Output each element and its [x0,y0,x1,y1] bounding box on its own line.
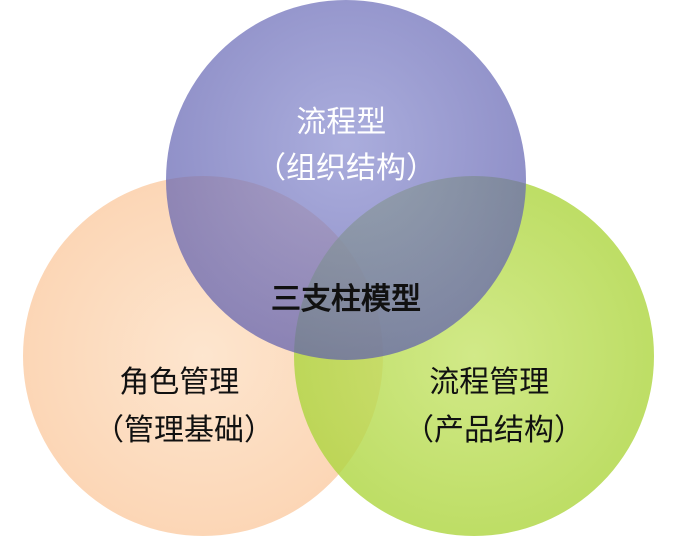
circle-top [166,0,526,360]
circle-left-subtitle: （管理基础） [94,413,274,448]
circle-right-subtitle: （产品结构） [404,413,584,448]
circle-top-subtitle: （组织结构） [256,151,436,186]
circle-left-label: 角色管理 （管理基础） [94,365,274,448]
center-label: 三支柱模型 [271,282,421,317]
circle-right-title: 流程管理 [429,365,549,400]
circle-top-label: 流程型 （组织结构） [256,105,436,186]
circle-top-title: 流程型 [296,105,386,140]
circle-right-label: 流程管理 （产品结构） [404,365,584,448]
circle-left-title: 角色管理 [119,365,239,400]
